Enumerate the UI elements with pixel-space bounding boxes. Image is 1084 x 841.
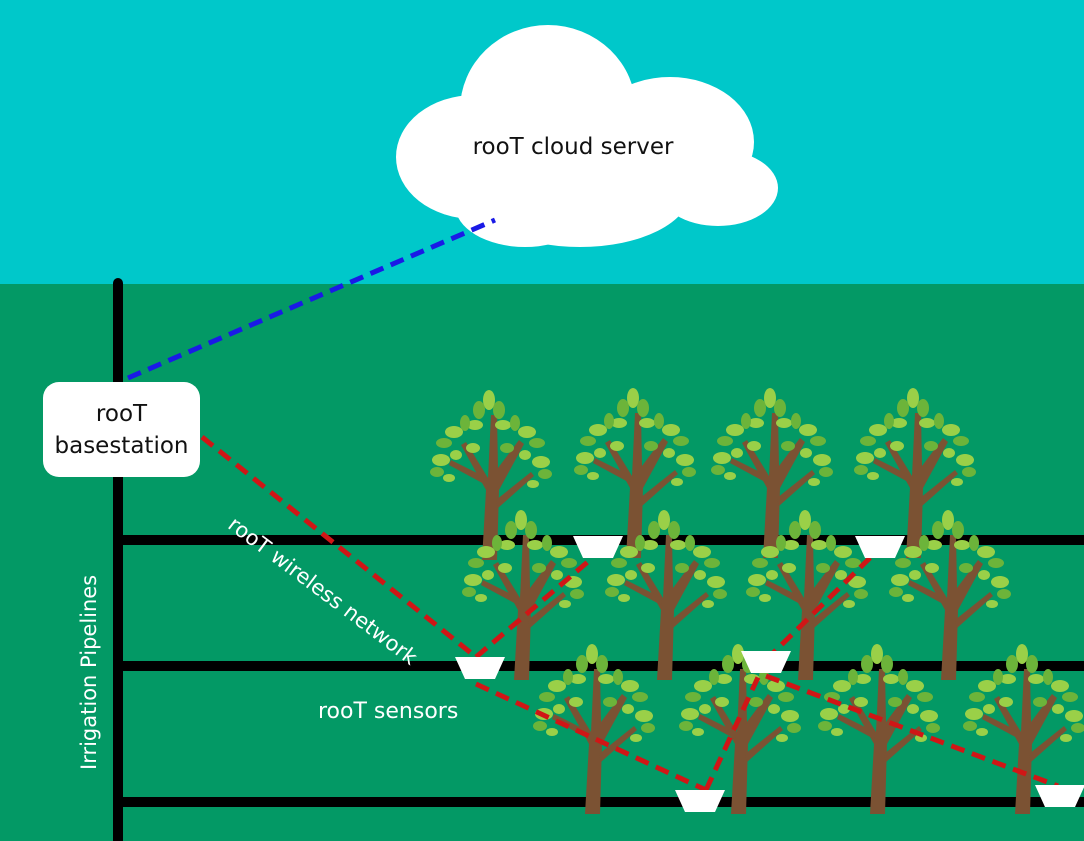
cloud-server-label: rooT cloud server (472, 134, 674, 160)
cloud-link (127, 217, 496, 381)
basestation-label-line1: rooT (95, 400, 148, 427)
irrigation-pipelines-label: Irrigation Pipelines (77, 574, 101, 770)
wireless-links (200, 435, 1059, 793)
sensors-label: rooT sensors (318, 699, 459, 724)
basestation-label-line2: basestation (54, 432, 189, 459)
basestation-box: rooT basestation (43, 382, 200, 477)
field-background (0, 284, 1084, 841)
cloud-icon (396, 25, 778, 247)
